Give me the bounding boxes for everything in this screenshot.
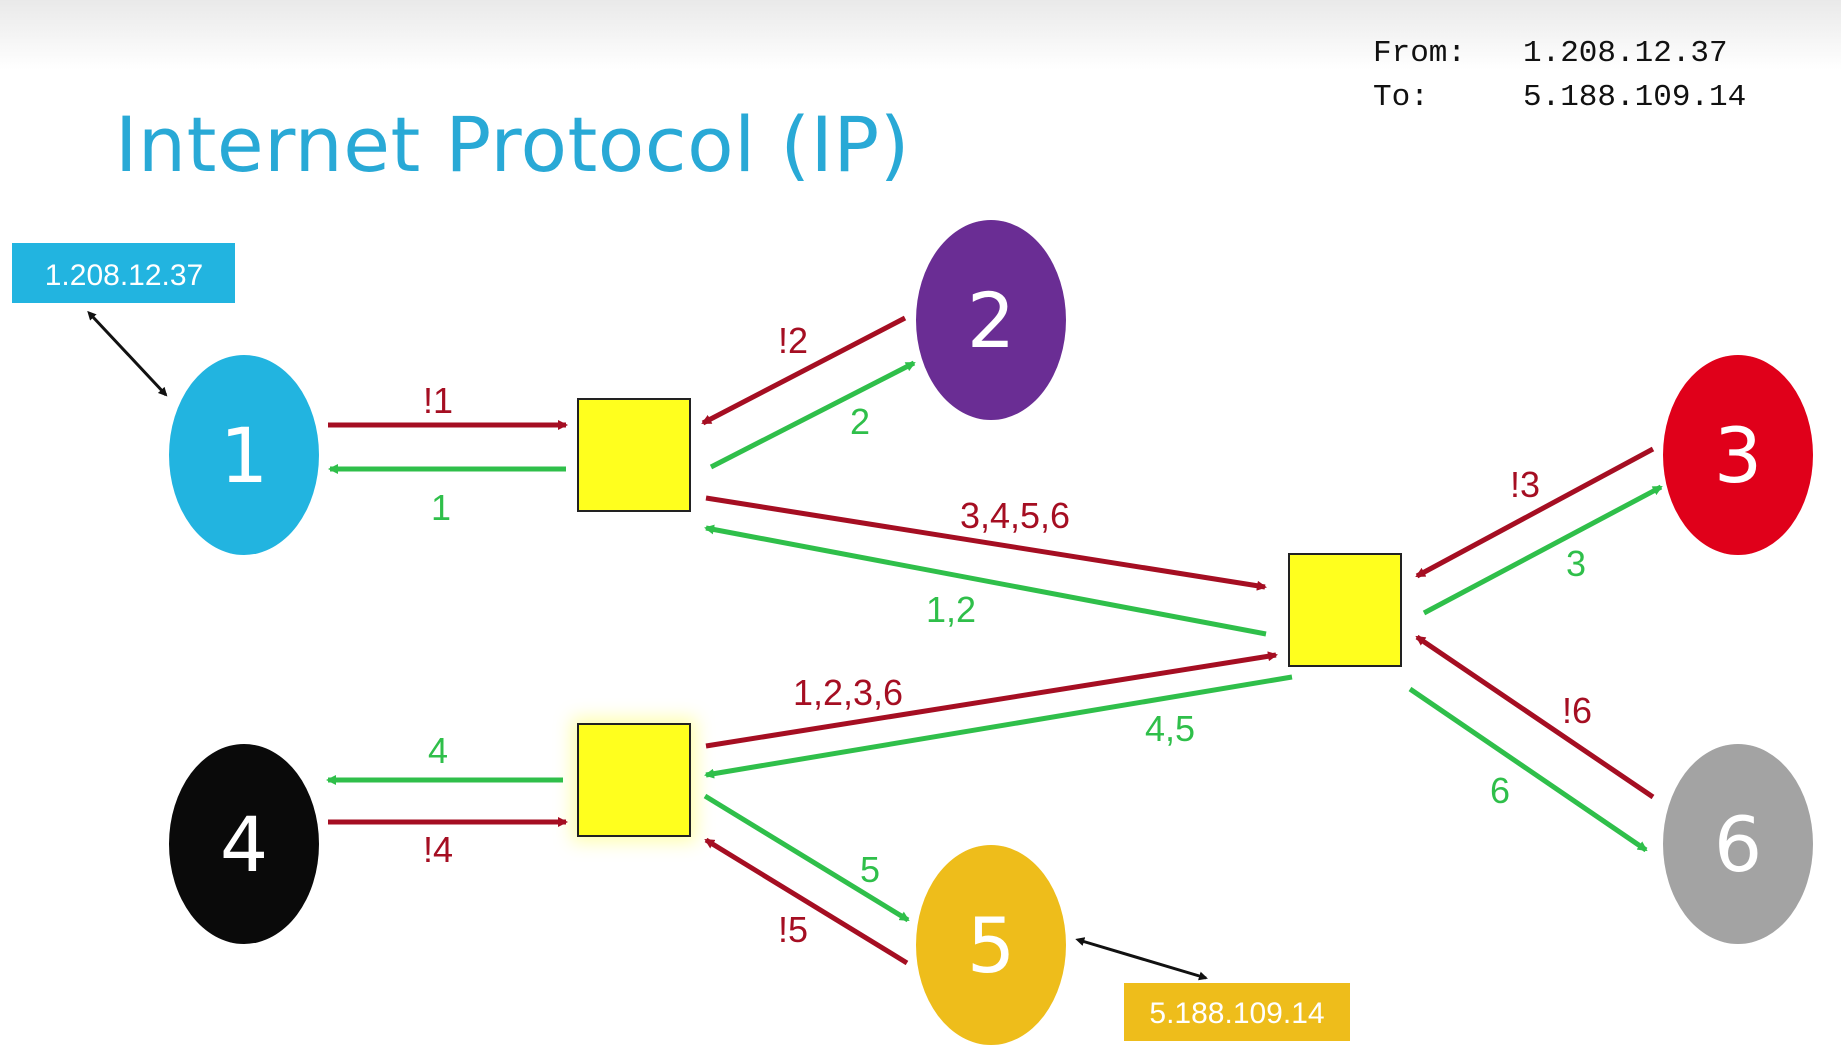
node-3: 3 xyxy=(1663,355,1813,555)
arrow-rb-to-rc xyxy=(705,651,1278,749)
label-rb-to-rc: 1,2,3,6 xyxy=(793,672,903,713)
to-value: 5.188.109.14 xyxy=(1523,80,1747,115)
label-rc-to-ra: 1,2 xyxy=(926,589,976,630)
page-title: Internet Protocol (IP) xyxy=(115,100,910,189)
arrow-n6-to-rc xyxy=(1415,634,1655,800)
from-label: From: xyxy=(1373,36,1467,71)
node-4-label: 4 xyxy=(220,800,268,889)
label-rc-to-n6: 6 xyxy=(1490,770,1510,811)
node-2: 2 xyxy=(916,220,1066,420)
label-n2-to-ra: !2 xyxy=(778,320,808,361)
node-5-label: 5 xyxy=(967,901,1015,990)
node-1: 1 xyxy=(169,355,319,555)
to-row: To: 5.188.109.14 xyxy=(1373,76,1746,120)
arrow-n5-to-rb xyxy=(704,837,909,966)
packet-header: From: 1.208.12.37 To: 5.188.109.14 xyxy=(1373,32,1746,120)
node-3-label: 3 xyxy=(1714,411,1762,500)
label-rc-to-n3: 3 xyxy=(1566,543,1586,584)
arrow-ra-to-n2 xyxy=(709,360,916,470)
source-address-tag xyxy=(12,243,235,303)
destination-address-text: 5.188.109.14 xyxy=(1149,997,1324,1030)
arrow-ra-to-rc xyxy=(705,495,1267,591)
label-rb-to-n5: 5 xyxy=(860,849,880,890)
label-n3-to-rc: !3 xyxy=(1510,464,1540,505)
node-4: 4 xyxy=(169,744,319,944)
source-link-arrow xyxy=(87,310,168,397)
destination-address-tag xyxy=(1124,983,1350,1041)
label-rb-to-n4: 4 xyxy=(428,730,448,771)
arrow-n2-to-ra xyxy=(701,315,907,426)
label-n6-to-rc: !6 xyxy=(1562,690,1592,731)
arrow-rc-to-n3 xyxy=(1422,484,1663,616)
from-row: From: 1.208.12.37 xyxy=(1373,32,1746,76)
to-label: To: xyxy=(1373,80,1429,115)
top-shade xyxy=(0,0,1841,70)
router-a xyxy=(577,398,691,512)
arrow-rb-to-n5 xyxy=(703,793,910,923)
arrow-rc-to-rb xyxy=(704,674,1293,779)
destination-link-arrow xyxy=(1075,937,1208,981)
node-6-label: 6 xyxy=(1714,800,1762,889)
label-ra-to-n1: 1 xyxy=(431,487,451,528)
node-5: 5 xyxy=(916,845,1066,1045)
source-address-text: 1.208.12.37 xyxy=(45,259,203,292)
label-ra-to-n2: 2 xyxy=(850,401,870,442)
label-ra-to-rc: 3,4,5,6 xyxy=(960,495,1070,536)
from-value: 1.208.12.37 xyxy=(1523,36,1728,71)
node-1-label: 1 xyxy=(220,411,268,500)
arrow-rc-to-ra xyxy=(704,524,1267,637)
label-n4-to-rb: !4 xyxy=(423,829,453,870)
node-6: 6 xyxy=(1663,744,1813,944)
arrow-n3-to-rc xyxy=(1415,446,1655,579)
label-n1-to-ra: !1 xyxy=(423,380,453,421)
arrow-rc-to-n6 xyxy=(1408,686,1648,853)
label-n5-to-rb: !5 xyxy=(778,909,808,950)
label-rc-to-rb: 4,5 xyxy=(1145,708,1195,749)
router-c xyxy=(1288,553,1402,667)
router-b xyxy=(577,723,691,837)
node-2-label: 2 xyxy=(967,276,1015,365)
